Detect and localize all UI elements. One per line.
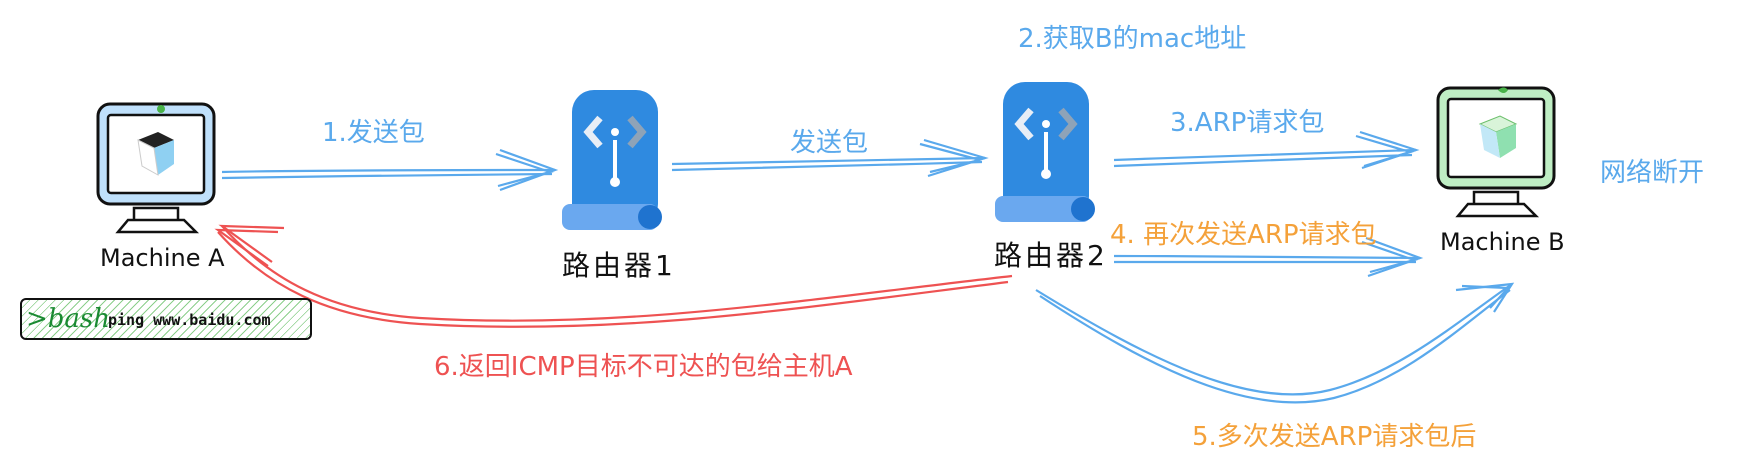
forward-label: 发送包 (790, 128, 869, 158)
step6-label: 6.返回ICMP目标不可达的包给主机A (434, 352, 853, 382)
machine-b-label: Machine B (1440, 228, 1565, 256)
router2-label: 路由器2 (994, 239, 1108, 272)
step4-label: 4. 再次发送ARP请求包 (1110, 220, 1377, 250)
bash-command: ping www.baidu.com (108, 311, 271, 329)
step1-label: 1.发送包 (322, 118, 425, 148)
bash-prompt: >bash (26, 304, 111, 334)
machine-a-icon[interactable] (96, 102, 216, 234)
router1-label: 路由器1 (562, 249, 676, 282)
router1-icon[interactable] (562, 90, 662, 230)
step3-label: 3.ARP请求包 (1170, 108, 1325, 138)
router2-icon[interactable] (995, 82, 1095, 222)
arrow-router1-to-router2 (671, 138, 989, 178)
bash-terminal[interactable]: >bash ping www.baidu.com (20, 298, 312, 340)
arrow-icmp-return (214, 224, 1013, 328)
arrow-arp-request (1113, 130, 1420, 170)
arrow-arp-multiple (1035, 282, 1515, 404)
machine-b-icon[interactable] (1436, 86, 1556, 218)
arrow-arp-request-again (1113, 236, 1424, 278)
step2-label: 2.获取B的mac地址 (1018, 24, 1247, 54)
machine-a-label: Machine A (100, 244, 225, 272)
arrow-a-to-router1 (221, 148, 559, 192)
step5-label: 5.多次发送ARP请求包后 (1192, 422, 1477, 452)
network-down-label: 网络断开 (1600, 158, 1705, 188)
